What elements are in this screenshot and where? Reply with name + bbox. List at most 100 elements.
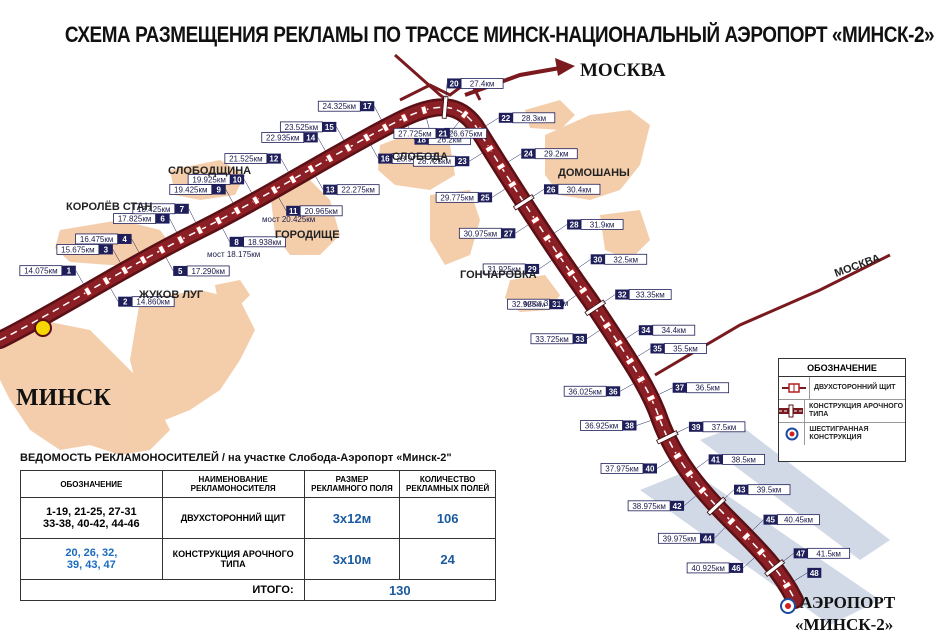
structure-shape: [232, 205, 242, 216]
settlement-sloboda-2: [430, 190, 480, 265]
cell-designation: 20, 26, 32, 39, 43, 47: [20, 538, 163, 580]
structure-shape: [269, 184, 280, 196]
km-marker-distance: 39.975км: [663, 534, 696, 543]
km-marker: 22.935км 14: [261, 132, 326, 151]
km-marker-leader: [131, 238, 140, 253]
city-airport-line1: АЭРОПОРТ: [800, 593, 896, 612]
double-board-structure: [506, 179, 518, 190]
header-name: НАИМЕНОВАНИЕ РЕКЛАМОНОСИТЕЛЯ: [161, 470, 305, 498]
double-board-structure: [683, 468, 695, 479]
km-marker-distance: 29.2км: [544, 150, 569, 159]
structure-shape: [645, 393, 657, 403]
km-marker-distance: 37.5км: [712, 423, 737, 432]
structure-shape: [399, 112, 409, 124]
km-marker-number: 2: [123, 298, 128, 307]
km-marker: 48: [794, 567, 822, 581]
double-board-structure: [565, 267, 577, 278]
km-marker-leader: [317, 137, 326, 151]
table-row: 20, 26, 32, 39, 43, 47 КОНСТРУКЦИЯ АРОЧН…: [20, 538, 496, 580]
bridge-labels: мост 20.425км мост 18.175км мост 31.8км: [207, 215, 568, 308]
structure-shape: [82, 286, 93, 297]
double-board-structure: [420, 105, 429, 116]
summary-panel: ВЕДОМОСТЬ РЕКЛАМОНОСИТЕЛЕЙ / на участке …: [20, 452, 500, 601]
km-marker-number: 28: [570, 220, 579, 229]
double-board-structure: [138, 254, 149, 266]
km-marker-number-box: [414, 134, 429, 145]
double-board-structure: [613, 338, 625, 349]
km-marker-number-box: [286, 205, 301, 216]
km-marker-distance: 27.4км: [470, 79, 495, 88]
hex-icon: [779, 423, 806, 445]
km-marker-distance: 38.975км: [632, 502, 665, 511]
km-marker-number: 36: [609, 387, 618, 396]
km-marker-distance: 21.525км: [229, 155, 262, 164]
km-marker-number: 33: [576, 335, 585, 344]
km-marker-number-box: [700, 533, 715, 544]
km-marker-number-box: [525, 263, 540, 274]
km-marker-distance: 23.525км: [285, 123, 318, 132]
structure-shape: [541, 232, 553, 243]
km-marker-leader: [696, 459, 709, 469]
km-marker-number-box: [622, 420, 637, 431]
km-marker-number-box: [173, 265, 188, 276]
place-goncharovka: ГОНЧАРОВКА: [460, 269, 537, 281]
cell-name: КОНСТРУКЦИЯ АРОЧНОГО ТИПА: [161, 538, 305, 580]
table-header-row: ОБОЗНАЧЕНИЕ НАИМЕНОВАНИЕ РЕКЛАМОНОСИТЕЛЯ…: [20, 470, 496, 498]
km-marker-distance: 39.5км: [757, 486, 782, 495]
km-marker-number: 21: [438, 129, 447, 138]
km-marker-number-box: [98, 244, 113, 255]
km-marker-distance: 40.45км: [784, 516, 813, 525]
km-marker-distance: 34.4км: [661, 326, 686, 335]
designation-line: 33-38, 40-42, 44-46: [43, 518, 140, 530]
km-marker-leader: [602, 294, 616, 304]
structure-shape: [601, 320, 613, 331]
cell-designation: 1-19, 21-25, 27-31 33-38, 40-42, 44-46: [20, 497, 163, 539]
km-marker-leader: [683, 495, 696, 507]
double-board-structure: [755, 546, 767, 558]
legend-item-label: ШЕСТИГРАННАЯ КОНСТРУКЦИЯ: [809, 426, 869, 441]
double-board-structure: [101, 275, 112, 287]
structure-shape: [553, 250, 565, 261]
km-marker-number: 41: [711, 455, 720, 464]
place-domoshany: ДОМОШАНЫ: [558, 167, 630, 179]
km-marker-distance: 15.675км: [61, 245, 94, 254]
km-marker-leader: [554, 224, 568, 234]
km-marker-distance: 19.925км: [192, 175, 225, 184]
km-marker-number: 43: [737, 486, 746, 495]
cell-size: 3х10м: [303, 538, 401, 580]
settlement-zhukov-lug-2: [215, 280, 250, 310]
km-marker-number-box: [615, 289, 630, 300]
legend-item-label: ДВУХСТОРОННИЙ ЩИТ: [814, 384, 896, 391]
double-board-structure: [343, 142, 353, 154]
km-marker-distance: 22.935км: [266, 133, 299, 142]
km-marker-number: 14: [306, 133, 315, 142]
km-marker-number: 6: [160, 215, 165, 224]
structure-shape: [697, 485, 708, 496]
km-marker-number-box: [174, 203, 189, 214]
km-marker-number: 18: [417, 136, 426, 145]
place-labels: СЛОБОДЩИНА КОРОЛЁВ СТАН ЖУКОВ ЛУГ ГОРОДИ…: [66, 151, 630, 301]
structure-shape: [157, 244, 167, 256]
km-marker-distance: 33.725км: [535, 335, 568, 344]
km-marker-number-box: [549, 299, 564, 310]
km-marker-number-box: [378, 153, 393, 164]
structure-shape: [565, 267, 577, 278]
structure-shape: [194, 224, 205, 236]
km-marker-number: 37: [675, 384, 684, 393]
